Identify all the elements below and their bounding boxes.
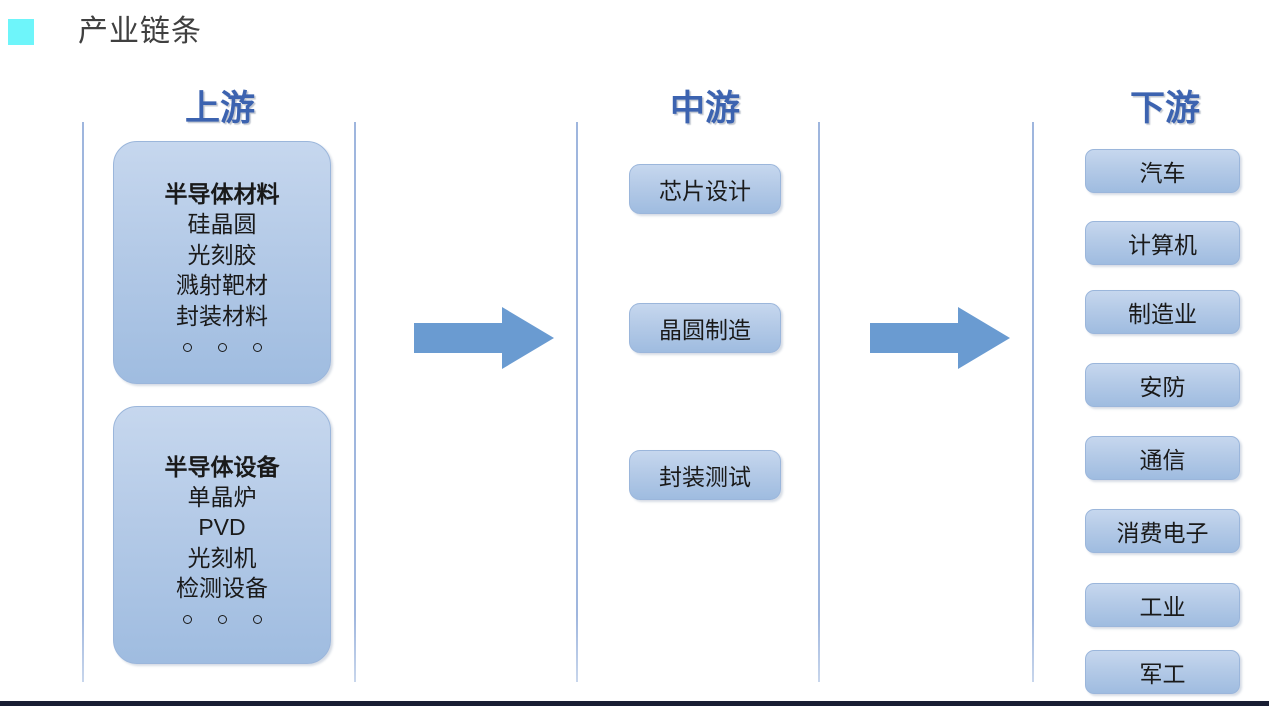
bullet-square-icon <box>8 19 34 45</box>
group-title: 半导体设备 <box>164 453 280 480</box>
column-header-midstream: 中游 <box>669 89 740 128</box>
group-item: PVD <box>198 514 246 541</box>
dot-icon <box>252 342 262 352</box>
ellipsis-dots <box>182 342 262 352</box>
group-item: 检测设备 <box>176 575 268 602</box>
slide-title-row: 产业链条 <box>0 8 600 56</box>
downstream-node-computer[interactable]: 计算机 <box>1085 221 1240 265</box>
group-item: 光刻机 <box>187 544 257 571</box>
dot-icon <box>252 615 262 625</box>
divider-line-1 <box>82 122 84 682</box>
group-item: 单晶炉 <box>187 483 257 510</box>
group-title: 半导体材料 <box>164 181 280 208</box>
page-title: 产业链条 <box>78 15 202 48</box>
downstream-node-communications[interactable]: 通信 <box>1085 436 1240 480</box>
midstream-node-chip-design[interactable]: 芯片设计 <box>629 164 781 214</box>
bottom-accent-bar <box>0 701 1269 706</box>
ellipsis-dots <box>182 615 262 625</box>
downstream-node-manufacturing[interactable]: 制造业 <box>1085 290 1240 334</box>
upstream-group-semiconductor-equipment[interactable]: 半导体设备 单晶炉 PVD 光刻机 检测设备 <box>113 406 331 664</box>
arrow-right-icon-upstream-to-midstream <box>414 307 554 369</box>
column-header-upstream: 上游 <box>184 89 255 128</box>
midstream-node-packaging-testing[interactable]: 封装测试 <box>629 450 781 500</box>
dot-icon <box>217 615 227 625</box>
midstream-node-wafer-manufacturing[interactable]: 晶圆制造 <box>629 303 781 353</box>
group-item: 封装材料 <box>176 302 268 329</box>
arrow-right-icon-midstream-to-downstream <box>870 307 1010 369</box>
dot-icon <box>182 342 192 352</box>
divider-line-4 <box>818 122 820 682</box>
divider-line-2 <box>354 122 356 682</box>
downstream-node-automotive[interactable]: 汽车 <box>1085 149 1240 193</box>
dot-icon <box>217 342 227 352</box>
divider-line-5 <box>1032 122 1034 682</box>
divider-line-3 <box>576 122 578 682</box>
upstream-group-semiconductor-materials[interactable]: 半导体材料 硅晶圆 光刻胶 溅射靶材 封装材料 <box>113 141 331 384</box>
dot-icon <box>182 615 192 625</box>
group-item: 光刻胶 <box>187 241 257 268</box>
group-item: 硅晶圆 <box>187 211 257 238</box>
group-item: 溅射靶材 <box>176 272 268 299</box>
downstream-node-consumer-electronics[interactable]: 消费电子 <box>1085 509 1240 553</box>
downstream-node-military[interactable]: 军工 <box>1085 650 1240 694</box>
column-header-downstream: 下游 <box>1129 89 1200 128</box>
downstream-node-security[interactable]: 安防 <box>1085 363 1240 407</box>
downstream-node-industrial[interactable]: 工业 <box>1085 583 1240 627</box>
